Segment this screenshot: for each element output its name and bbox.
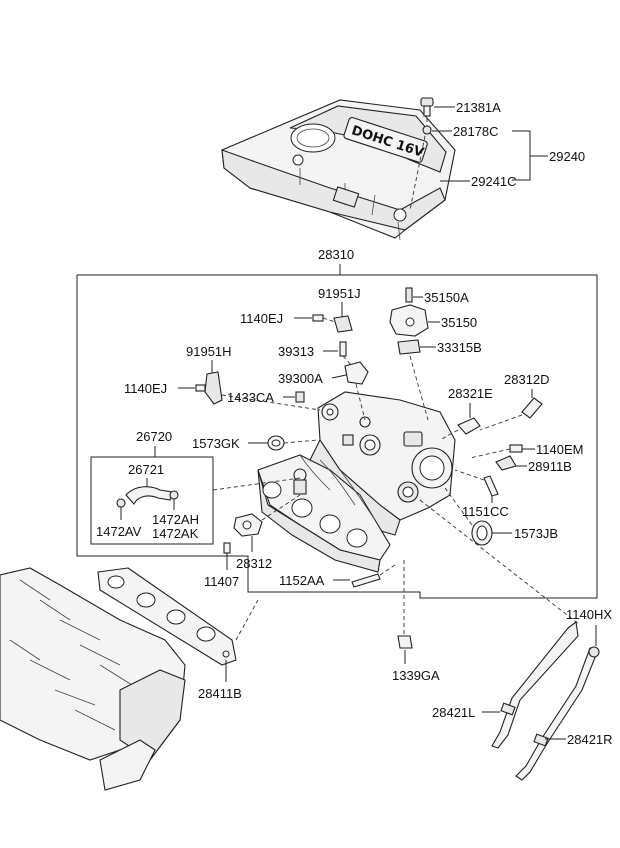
bolt-1140HX [588, 646, 600, 658]
bolt-1140EJ-top [312, 314, 324, 322]
engine-cover: DOHC 16V [221, 99, 456, 241]
label-29241C: 29241C [471, 174, 517, 189]
bracket-91951H [204, 371, 223, 405]
label-29240: 29240 [549, 149, 585, 164]
bolt-1140EM [509, 444, 523, 453]
label-1140EJ-top: 1140EJ [240, 311, 283, 326]
nut-1339GA [397, 635, 413, 649]
label-21381A: 21381A [456, 100, 501, 115]
clamp-1472AH [169, 490, 179, 500]
screw-39313 [339, 341, 347, 357]
label-28411B: 28411B [198, 686, 242, 701]
sensor-39300A [344, 361, 369, 385]
pipe-28312D [521, 397, 543, 419]
label-39313: 39313 [278, 344, 314, 359]
label-1152AA: 1152AA [279, 573, 325, 588]
label-91951J: 91951J [318, 286, 361, 301]
sensor-28321E [457, 417, 481, 435]
bolt-11407 [223, 542, 231, 554]
label-1151CC: 1151CC [462, 504, 509, 519]
hose-group-box-26720 [90, 456, 214, 545]
label-1433CA: 1433CA [227, 390, 274, 405]
label-28310: 28310 [318, 247, 354, 262]
label-1472AK: 1472AK [152, 526, 199, 541]
hose-26721 [125, 486, 173, 505]
label-28312: 28312 [236, 556, 272, 571]
valve-28312 [233, 513, 263, 537]
label-35150A: 35150A [424, 290, 469, 305]
bolt-21381A [420, 97, 434, 117]
label-35150: 35150 [441, 315, 477, 330]
label-91951H: 91951H [186, 344, 232, 359]
label-39300A: 39300A [278, 371, 323, 386]
map-sensor-35150 [389, 287, 429, 355]
label-28421L: 28421L [432, 705, 475, 720]
plug-1433CA [295, 391, 305, 403]
stay-28421L [491, 621, 579, 749]
label-28321E: 28321E [448, 386, 493, 401]
label-1573GK: 1573GK [192, 436, 240, 451]
label-28312D: 28312D [504, 372, 550, 387]
stud-1152AA [351, 573, 381, 588]
label-28911B: 28911B [528, 459, 572, 474]
label-28421R: 28421R [567, 732, 613, 747]
label-1140EJ-left: 1140EJ [124, 381, 167, 396]
label-33315B: 33315B [437, 340, 482, 355]
intake-manifold [257, 391, 456, 573]
grommet-28178C [422, 125, 432, 135]
label-1573JB: 1573JB [514, 526, 558, 541]
stay-28421R [515, 647, 599, 781]
label-26721: 26721 [128, 462, 164, 477]
label-1339GA: 1339GA [392, 668, 440, 683]
label-11407: 11407 [204, 574, 239, 589]
label-28178C: 28178C [453, 124, 499, 139]
gasket-28411B [97, 567, 237, 666]
clamp-1472AV [116, 498, 126, 508]
stud-1151CC [483, 475, 499, 497]
bracket-91951J [333, 315, 353, 333]
label-26720: 26720 [136, 429, 172, 444]
assembly-frame-28310 [76, 274, 598, 599]
label-1472AV: 1472AV [96, 524, 142, 539]
label-1140HX: 1140HX [566, 607, 612, 622]
bolt-1140EJ-left [195, 384, 206, 392]
cylinder-head [0, 567, 186, 791]
label-1472AH: 1472AH [152, 512, 199, 527]
fitting-28911B [495, 455, 517, 471]
label-1140EM: 1140EM [536, 442, 583, 457]
